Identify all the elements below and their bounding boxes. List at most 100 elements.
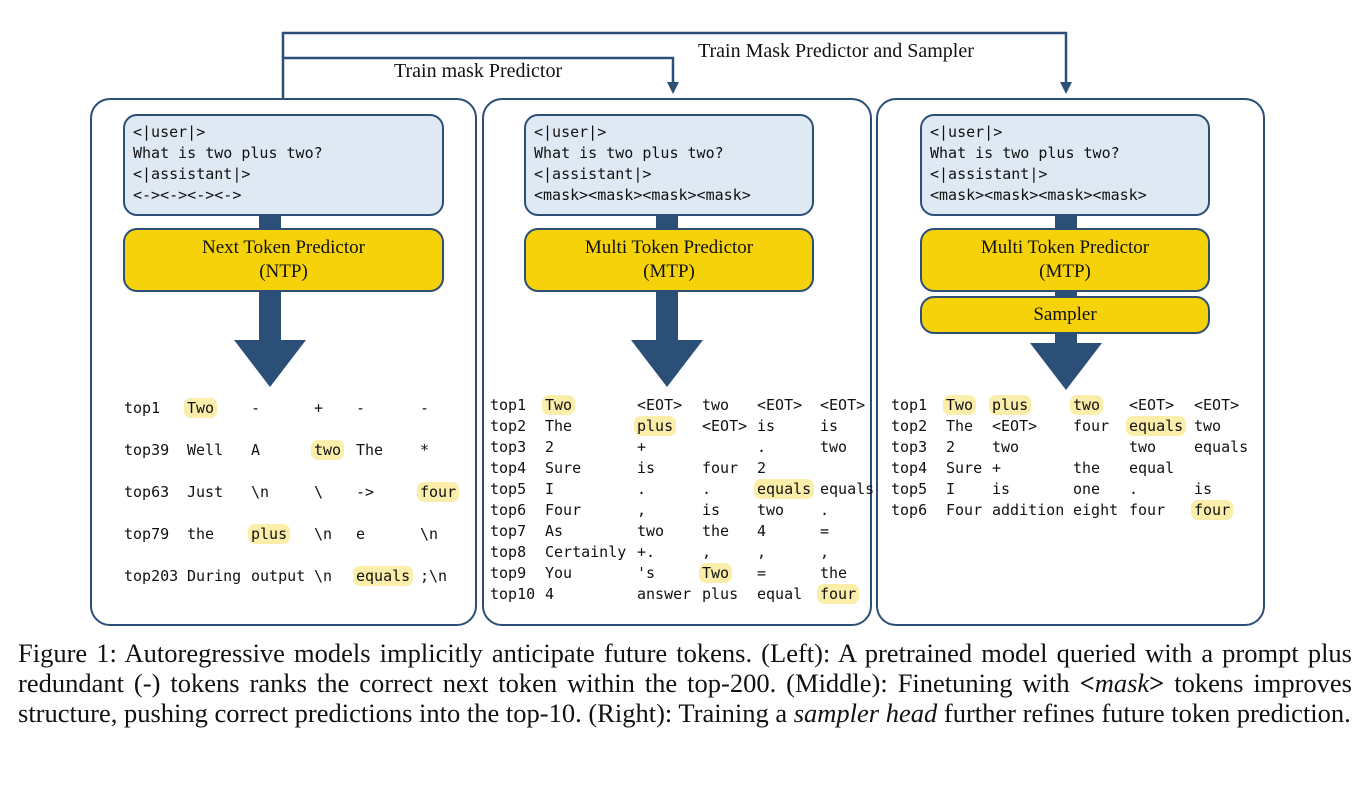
token-cell: \n <box>314 525 333 543</box>
train-mask-arrow-line <box>283 56 675 85</box>
token-cell: equal <box>757 585 803 603</box>
rank-label: top2 <box>490 417 527 435</box>
ntp-box: Next Token Predictor (NTP) <box>123 228 444 292</box>
token-cell-highlighted: plus <box>248 524 291 544</box>
prompt-box-left: <|user|> What is two plus two? <|assista… <box>123 114 444 216</box>
rank-label: top6 <box>490 501 527 519</box>
token-cell: is <box>820 417 839 435</box>
rank-label: top203 <box>124 567 179 585</box>
prompt-line: <|assistant|> <box>534 165 652 183</box>
rank-label: top8 <box>490 543 527 561</box>
token-cell: \n <box>314 567 333 585</box>
token-cell: * <box>420 441 430 459</box>
sampler-box: Sampler <box>920 296 1210 334</box>
token-cell: - <box>251 399 261 417</box>
token-cell: two <box>637 522 665 540</box>
token-cell: \n <box>420 525 439 543</box>
rank-label: top79 <box>124 525 170 543</box>
caption-sampler-head: sampler head <box>793 698 938 728</box>
token-cell: four <box>702 459 739 477</box>
token-cell: The <box>946 417 974 435</box>
token-cell-highlighted: plus <box>634 416 677 436</box>
rank-label: top39 <box>124 441 170 459</box>
token-cell: the <box>187 525 215 543</box>
down-arrow-right <box>1030 343 1102 390</box>
figure-caption: Figure 1: Autoregressive models implicit… <box>18 638 1352 728</box>
prompt-line: What is two plus two? <box>930 144 1120 162</box>
rank-label: top63 <box>124 483 170 501</box>
rank-label: top1 <box>891 396 928 414</box>
token-cell-highlighted: Two <box>542 395 576 415</box>
model-abbrev: (NTP) <box>259 261 308 282</box>
rank-label: top3 <box>891 438 928 456</box>
model-name: Multi Token Predictor <box>584 237 754 258</box>
token-cell: 4 <box>757 522 767 540</box>
token-cell: \n <box>251 483 270 501</box>
token-cell: - <box>420 399 430 417</box>
token-cell: <EOT> <box>1194 396 1240 414</box>
token-cell: 's <box>637 564 656 582</box>
token-cell: . <box>1129 480 1139 498</box>
token-cell: The <box>356 441 384 459</box>
token-cell-highlighted: plus <box>989 395 1032 415</box>
token-cell: output <box>251 567 306 585</box>
token-cell: . <box>820 501 830 519</box>
token-cell: two <box>757 501 785 519</box>
token-cell: + <box>992 459 1002 477</box>
token-cell: = <box>757 564 767 582</box>
token-cell: You <box>545 564 573 582</box>
prompt-line: <|user|> <box>534 123 607 141</box>
token-cell: <EOT> <box>1129 396 1175 414</box>
token-cell: . <box>757 438 767 456</box>
token-cell: The <box>545 417 573 435</box>
token-cell: four <box>1129 501 1166 519</box>
down-arrow-left <box>234 340 306 387</box>
rank-label: top7 <box>490 522 527 540</box>
token-cell: , <box>757 543 767 561</box>
rank-label: top5 <box>891 480 928 498</box>
rank-label: top2 <box>891 417 928 435</box>
token-cell: two <box>992 438 1020 456</box>
caption-text: further refines future token prediction. <box>937 698 1351 728</box>
token-cell: the <box>820 564 848 582</box>
token-cell: Four <box>545 501 582 519</box>
model-name: Multi Token Predictor <box>980 237 1150 258</box>
token-cell: + <box>314 399 324 417</box>
token-cell: equals <box>1194 438 1249 456</box>
prompt-line: <mask><mask><mask><mask> <box>930 186 1147 204</box>
rank-label: top9 <box>490 564 527 582</box>
token-cell: - <box>356 399 366 417</box>
model-name: Next Token Predictor <box>202 237 365 258</box>
token-cell: . <box>702 480 712 498</box>
rank-label: top10 <box>490 585 536 603</box>
train-mtp-sampler-arrowhead <box>1060 82 1072 94</box>
rank-label: top6 <box>891 501 928 519</box>
token-cell: Sure <box>946 459 983 477</box>
token-cell: is <box>757 417 776 435</box>
token-cell: A <box>251 441 261 459</box>
token-cell: , <box>637 501 647 519</box>
token-cell-highlighted: Two <box>184 398 218 418</box>
prompt-line: What is two plus two? <box>133 144 323 162</box>
train-mask-arrowhead <box>667 82 679 94</box>
token-cell: -> <box>356 483 375 501</box>
caption-mask-open: < <box>1079 668 1095 698</box>
token-cell: addition <box>992 501 1065 519</box>
token-cell: is <box>1194 480 1213 498</box>
token-cell: Sure <box>545 459 582 477</box>
token-cell: two <box>820 438 848 456</box>
token-cell: 4 <box>545 585 555 603</box>
token-cell: e <box>356 525 366 543</box>
token-cell: 2 <box>946 438 956 456</box>
token-cell: the <box>1073 459 1101 477</box>
caption-mask-word: mask <box>1094 668 1150 698</box>
token-cell: I <box>545 480 555 498</box>
token-cell: +. <box>637 543 656 561</box>
token-cell: Well <box>187 441 224 459</box>
token-cell: one <box>1073 480 1101 498</box>
token-cell-highlighted: Two <box>699 563 733 583</box>
token-cell-highlighted: four <box>1191 500 1234 520</box>
rank-label: top3 <box>490 438 527 456</box>
token-cell-highlighted: four <box>417 482 460 502</box>
caption-text: tokens improves structure, pushing corre… <box>18 668 1352 728</box>
